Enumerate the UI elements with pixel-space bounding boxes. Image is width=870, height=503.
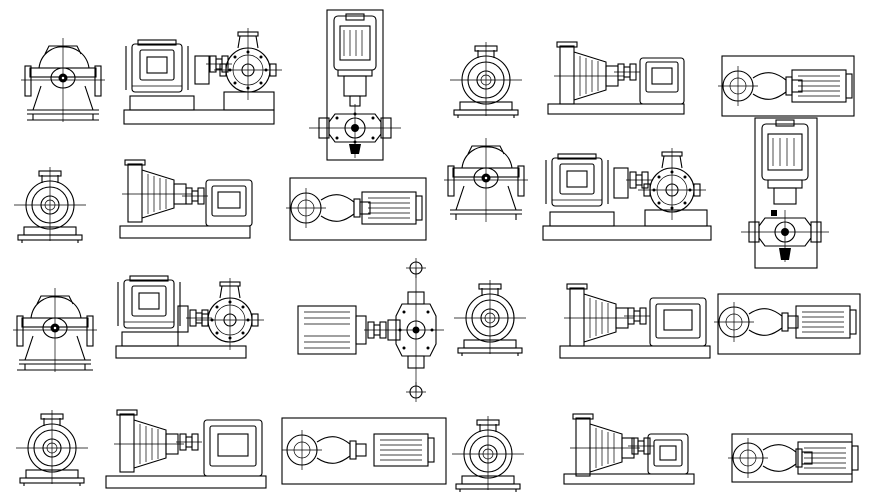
inline-pump-plan-view-r3 [713, 293, 861, 355]
inline-pump-plan-view-r4 [281, 417, 447, 485]
end-suction-pump-set-r3 [559, 283, 711, 359]
split-case-end-view-r3 [12, 287, 98, 373]
inline-pump-plan-view-r4b [727, 433, 859, 483]
split-case-pump-set-r3 [115, 275, 265, 359]
split-case-pump-set-r2 [542, 147, 712, 241]
inline-pump-plan-view-r2 [285, 177, 427, 241]
end-suction-pump-set-r1 [547, 41, 685, 115]
split-case-pump-set-r1 [123, 27, 283, 125]
split-case-pump-plan-view-r3 [297, 257, 444, 403]
end-suction-pump-end-view-r2 [13, 166, 87, 244]
split-case-end-view-r2 [443, 137, 529, 223]
end-suction-pump-end-view-r4 [15, 409, 89, 487]
end-suction-pump-end-view-r1 [449, 41, 523, 119]
split-case-end-view-r1 [20, 37, 106, 123]
end-suction-pump-set-r4b [563, 413, 695, 485]
end-suction-pump-set-r4 [105, 409, 267, 489]
vertical-inline-pump-set-r1 [309, 9, 401, 161]
inline-pump-plan-view-r1 [717, 55, 855, 117]
vertical-inline-pump-set-r2 [741, 117, 829, 269]
end-suction-pump-end-view-r3 [453, 279, 527, 357]
end-suction-pump-set-r2 [119, 159, 253, 239]
end-suction-pump-end-view-r4b [451, 415, 525, 493]
